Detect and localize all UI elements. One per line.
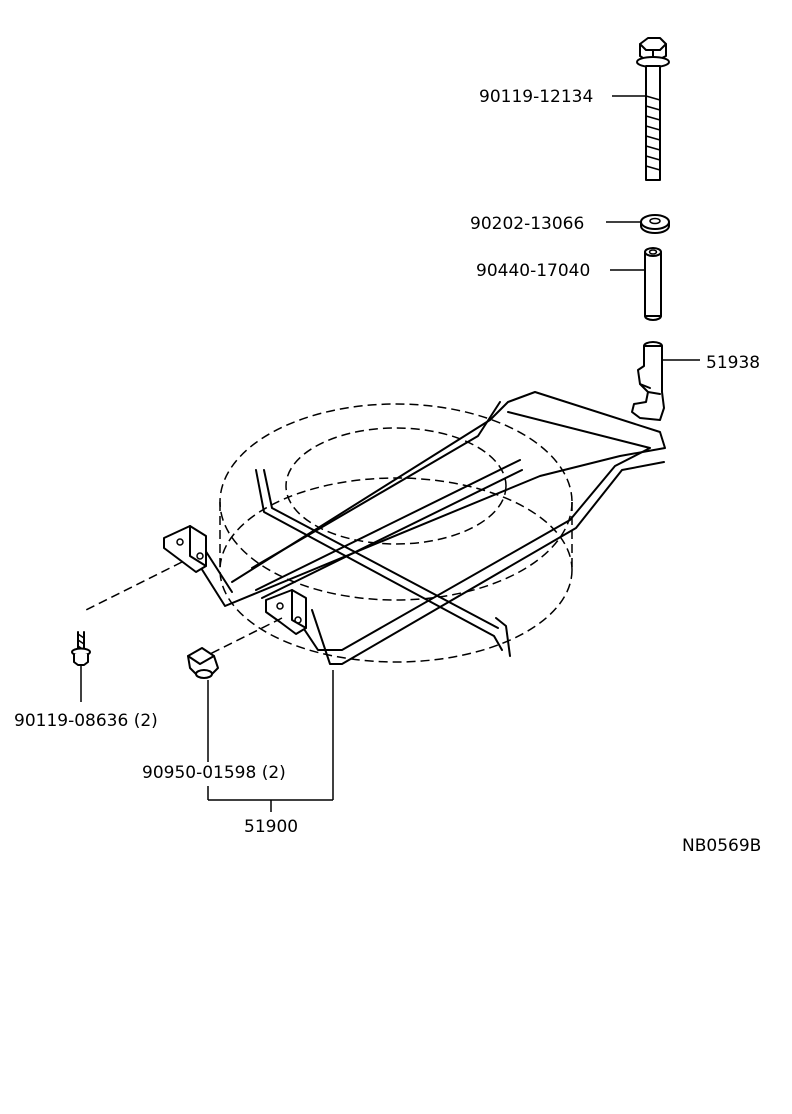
assembly-line-left: [81, 561, 183, 613]
carrier-hook-icon: [631, 341, 665, 421]
long-bolt-icon: [636, 37, 670, 181]
diagram-code: NB0569B: [682, 836, 761, 856]
collar-icon: [644, 247, 662, 321]
cushion-icon: [187, 647, 219, 679]
short-bolt-icon: [71, 631, 91, 666]
label-washer: 90202-13066: [470, 214, 584, 234]
left-mount-bracket: [163, 525, 207, 573]
assembly-line-right: [209, 617, 283, 655]
right-mount-bracket: [265, 589, 307, 635]
label-collar: 90440-17040: [476, 261, 590, 281]
label-short-bolt: 90119-08636 (2): [14, 711, 158, 731]
leader-carrier-assy: [207, 670, 334, 812]
label-carrier-assy: 51900: [244, 817, 298, 837]
label-cushion: 90950-01598 (2): [142, 763, 286, 783]
washer-icon: [640, 214, 670, 234]
spare-tire-phantom: [219, 403, 573, 663]
label-long-bolt: 90119-12134: [479, 87, 593, 107]
label-hook: 51938: [706, 353, 760, 373]
spare-tire-carrier-frame: [195, 391, 666, 665]
